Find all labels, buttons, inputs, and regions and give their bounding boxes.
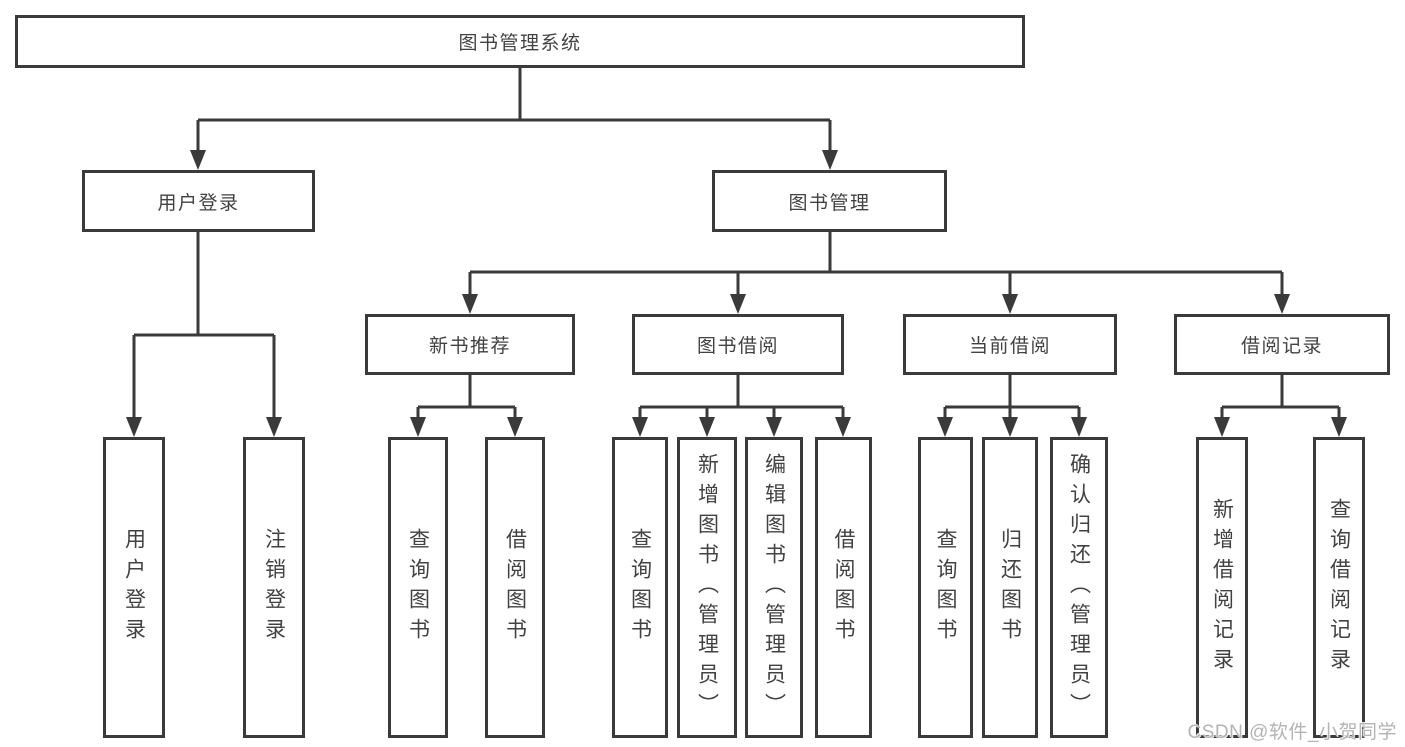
leaf-add-borrow-record-label: 新增借阅记录	[1210, 497, 1234, 678]
node-book-borrowing-label: 图书借阅	[696, 336, 779, 357]
leaf-borrow-books-label: 借阅图书	[832, 527, 855, 648]
leaf-confirm-return-admin: 确认归还（管理员）	[1050, 437, 1108, 738]
leaf-borrow-books-recommend-label: 借阅图书	[503, 527, 527, 648]
node-current-borrowing-label: 当前借阅	[968, 336, 1051, 357]
leaf-edit-books-admin: 编辑图书（管理员）	[745, 437, 803, 738]
leaf-borrow-books-recommend: 借阅图书	[485, 437, 545, 738]
node-book-management-label: 图书管理	[788, 192, 871, 214]
leaf-logout-label: 注销登录	[262, 527, 286, 648]
leaf-query-books-borrowing-label: 查询图书	[628, 527, 652, 648]
leaf-add-books-admin: 新增图书（管理员）	[677, 437, 737, 738]
leaf-return-books-label: 归还图书	[998, 527, 1022, 648]
node-new-book-recommend: 新书推荐	[365, 314, 575, 375]
node-user-login-label: 用户登录	[157, 192, 240, 214]
node-current-borrowing: 当前借阅	[903, 314, 1117, 375]
node-new-book-recommend-label: 新书推荐	[428, 336, 511, 357]
node-user-login: 用户登录	[82, 170, 315, 232]
node-borrowing-records: 借阅记录	[1174, 314, 1390, 375]
connector-paths	[132, 68, 1341, 419]
leaf-query-books-recommend-label: 查询图书	[406, 527, 430, 648]
leaf-query-borrow-record-label: 查询借阅记录	[1327, 497, 1351, 678]
node-root-system: 图书管理系统	[15, 15, 1025, 68]
leaf-user-login: 用户登录	[103, 437, 165, 738]
leaf-add-books-admin-label: 新增图书（管理员）	[695, 452, 719, 723]
leaf-query-borrow-record: 查询借阅记录	[1313, 437, 1365, 738]
csdn-watermark: CSDN @软件_小贺同学	[1187, 722, 1397, 743]
leaf-return-books: 归还图书	[982, 437, 1038, 738]
leaf-query-books-current-label: 查询图书	[934, 527, 957, 648]
leaf-query-books-borrowing: 查询图书	[612, 437, 668, 738]
leaf-query-books-recommend: 查询图书	[388, 437, 448, 738]
leaf-add-borrow-record: 新增借阅记录	[1196, 437, 1248, 738]
leaf-logout: 注销登录	[243, 437, 305, 738]
leaf-edit-books-admin-label: 编辑图书（管理员）	[762, 452, 786, 723]
leaf-confirm-return-admin-label: 确认归还（管理员）	[1067, 452, 1091, 723]
node-root-label: 图书管理系统	[458, 33, 582, 54]
leaf-query-books-current: 查询图书	[918, 437, 973, 738]
node-book-borrowing: 图书借阅	[632, 314, 844, 375]
leaf-borrow-books: 借阅图书	[815, 437, 872, 738]
leaf-user-login-label: 用户登录	[122, 527, 146, 648]
node-borrowing-records-label: 借阅记录	[1240, 336, 1323, 357]
node-book-management: 图书管理	[712, 170, 947, 232]
